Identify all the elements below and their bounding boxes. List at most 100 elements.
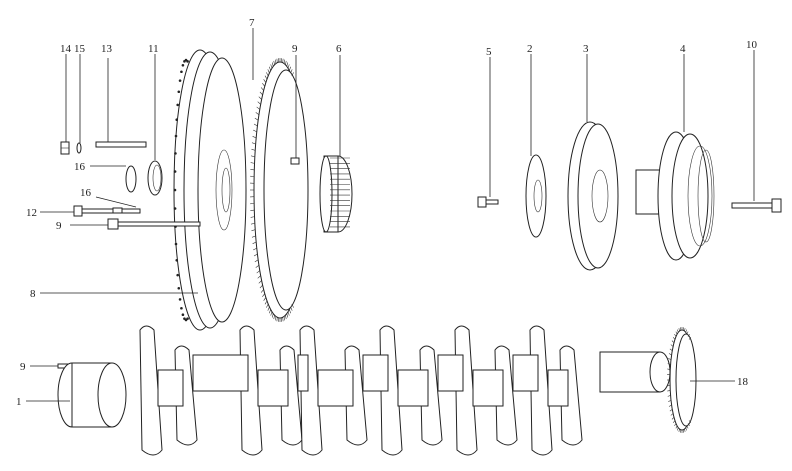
ring-gear-tooth xyxy=(260,87,264,91)
gear-18-tooth xyxy=(668,358,672,360)
callout-18: 18 xyxy=(737,376,749,388)
crank-journal xyxy=(362,354,389,392)
flywheel-hole xyxy=(183,60,186,63)
ring-gear-tooth xyxy=(255,264,260,268)
gear-18-tooth xyxy=(667,395,671,397)
ring-gear-tooth xyxy=(275,59,277,64)
flywheel xyxy=(173,49,247,331)
crank-journal xyxy=(437,354,464,392)
bolt-11 xyxy=(731,198,782,213)
ring-gear-tooth xyxy=(254,117,259,121)
callout-6: 6 xyxy=(336,43,342,55)
flywheel-hole xyxy=(183,317,186,320)
gear-18-tooth xyxy=(688,420,692,424)
gear-18-tooth xyxy=(677,329,679,333)
callout-2: 2 xyxy=(527,43,533,55)
callout-15: 14 xyxy=(60,43,72,55)
flywheel-hole xyxy=(175,258,179,262)
gear-18-tooth xyxy=(678,428,680,432)
callout-13: 12 xyxy=(26,207,37,219)
gear-18-tooth xyxy=(686,331,689,335)
gear-18-tooth xyxy=(671,416,675,420)
callout-14: 13 xyxy=(101,43,113,55)
gear-18-tooth xyxy=(670,413,674,416)
ring-gear-tooth xyxy=(256,270,260,274)
crank-journal xyxy=(397,369,429,407)
ring-gear-tooth xyxy=(250,222,255,225)
ring-gear-tooth xyxy=(273,60,275,65)
callout-12: 11 xyxy=(148,43,159,55)
gear-18-tooth xyxy=(674,333,677,337)
ring-gear-tooth xyxy=(257,101,261,105)
crank-journal xyxy=(192,354,249,392)
gear-18-tooth xyxy=(686,425,689,429)
shaft-14 xyxy=(95,141,147,148)
ring-gear-tooth xyxy=(252,136,257,139)
ring-gear-tooth xyxy=(266,72,269,77)
gear-18-tooth xyxy=(670,344,674,347)
gear-18-tooth xyxy=(687,333,690,337)
ring-gear-tooth xyxy=(283,316,285,321)
ring-gear-tooth xyxy=(253,253,258,257)
gear-18-tooth xyxy=(687,423,690,427)
ring-gear-tooth xyxy=(267,69,270,74)
callout-17: 16 xyxy=(74,161,86,173)
gear-18-tooth xyxy=(674,423,677,427)
flywheel-hole xyxy=(177,90,181,94)
ring-gear-tooth xyxy=(250,216,255,218)
bolt-10 xyxy=(107,218,201,230)
flywheel-hole xyxy=(181,313,185,317)
gear-18-tooth xyxy=(675,425,678,429)
ring-gear-tooth xyxy=(289,66,292,71)
ring-gear-tooth xyxy=(273,315,275,320)
bolt-5 xyxy=(477,196,499,208)
washer-16-bottom xyxy=(112,207,123,214)
ring-gear-tooth xyxy=(254,259,259,263)
callout-11: 10 xyxy=(746,39,758,51)
ring-gear-tooth xyxy=(251,235,256,238)
callout-9-bottom: 9 xyxy=(20,361,26,373)
ring-gear-tooth xyxy=(250,162,255,164)
flywheel-hole xyxy=(174,134,178,138)
ring-gear-tooth xyxy=(250,155,255,158)
flywheel-hole xyxy=(181,63,185,67)
ring-gear-tooth xyxy=(275,316,277,321)
ring-gear-tooth xyxy=(270,311,273,316)
ring-gear-tooth xyxy=(251,229,256,232)
callout-labels: 14 15 13 11 7 9 6 5 2 3 4 10 16 16 12 9 … xyxy=(16,17,758,408)
gear-18-tooth xyxy=(684,328,686,332)
ring-gear-tooth xyxy=(268,309,271,314)
gear-18-tooth xyxy=(671,340,675,344)
ring-gear-tooth xyxy=(250,169,255,171)
gear-18-tooth xyxy=(668,404,672,407)
ring-gear-tooth xyxy=(289,309,292,314)
ring-gear-tooth xyxy=(287,64,290,69)
crank-web xyxy=(139,325,163,456)
callout-16-bottom: 16 xyxy=(80,187,92,199)
plate-2 xyxy=(525,154,547,238)
bolt-13 xyxy=(73,205,141,217)
ring-gear-tooth xyxy=(285,315,287,320)
callout-5: 5 xyxy=(486,46,492,58)
ring-gear-tooth xyxy=(286,313,289,318)
gear-18-tooth xyxy=(667,390,671,392)
ring-gear-tooth xyxy=(263,79,267,83)
timing-gear xyxy=(319,155,353,233)
gear-18-tooth xyxy=(668,400,672,402)
gear-18-tooth xyxy=(675,331,678,335)
flywheel-hole xyxy=(174,152,177,155)
ring-gear-tooth xyxy=(290,306,293,311)
ring-gear-tooth xyxy=(283,59,285,64)
ring-gear-tooth xyxy=(271,62,274,67)
gear-18-tooth xyxy=(672,420,676,424)
flywheel-hole xyxy=(177,286,181,290)
flywheel-hole xyxy=(180,306,183,310)
ring-gear-tooth xyxy=(255,112,260,116)
ring-gear-tooth xyxy=(287,311,290,316)
ring-gear-tooth xyxy=(253,247,257,251)
gear-18-tooth xyxy=(685,427,687,431)
flywheel-hole xyxy=(175,118,179,122)
flywheel-hole xyxy=(178,79,182,82)
gear-18-tooth xyxy=(684,428,686,432)
ring-gear-tooth xyxy=(270,64,273,69)
